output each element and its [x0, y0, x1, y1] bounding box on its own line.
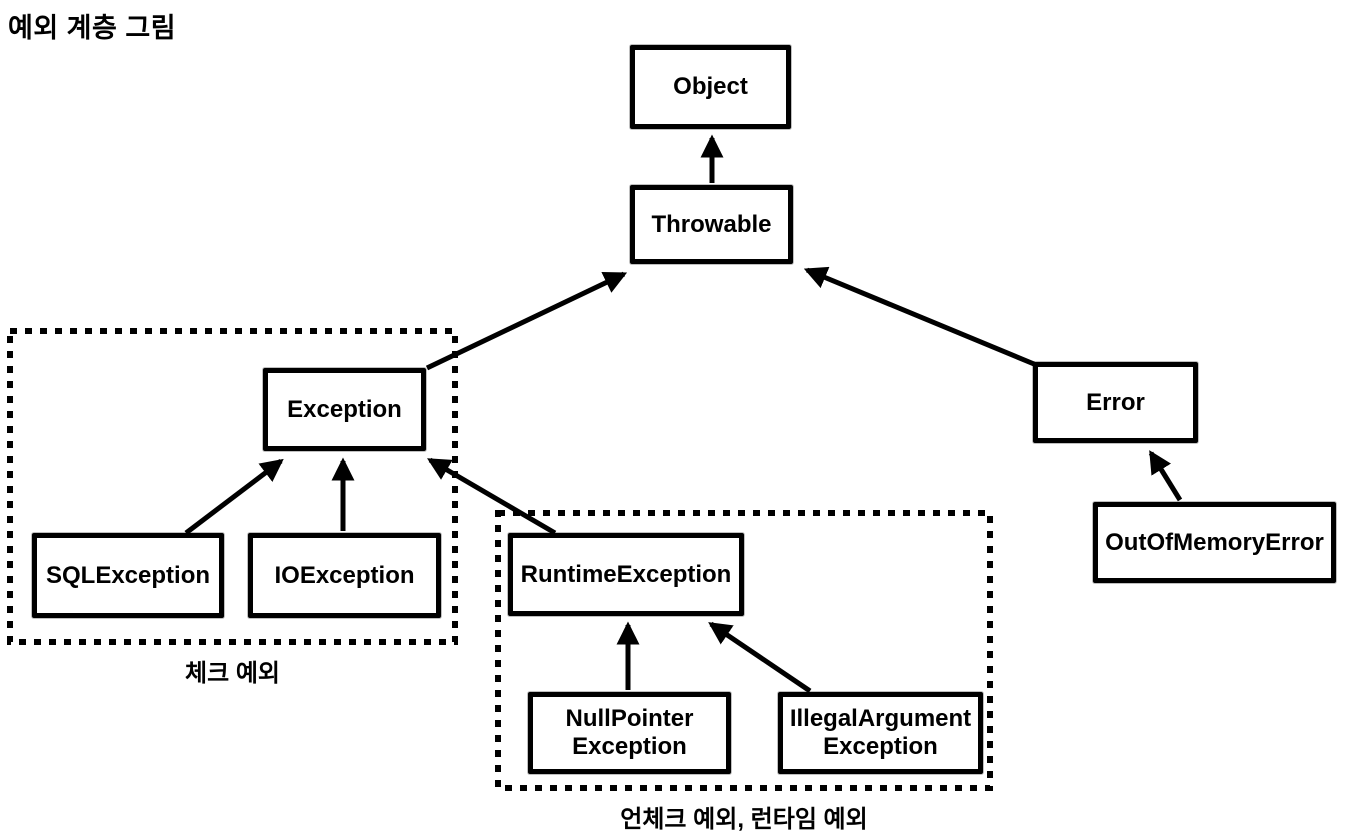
node-io-exception-label: IOException: [274, 561, 415, 589]
node-runtime-exception-label: RuntimeException: [520, 560, 732, 588]
node-exception: Exception: [263, 368, 426, 451]
node-out-of-memory-error: OutOfMemoryError: [1093, 502, 1336, 583]
node-object: Object: [630, 45, 791, 129]
node-out-of-memory-error-label: OutOfMemoryError: [1105, 528, 1324, 556]
checked-exception-group-label: 체크 예외: [185, 660, 280, 687]
node-illegal-argument-exception-label: IllegalArgument Exception: [789, 705, 972, 760]
edge-sqlexception-to-exception: [184, 458, 284, 535]
node-error: Error: [1033, 362, 1198, 443]
node-exception-label: Exception: [287, 395, 402, 423]
edge-runtimeexception-to-exception: [427, 457, 557, 536]
node-null-pointer-exception-label: NullPointer Exception: [565, 705, 694, 760]
node-error-label: Error: [1086, 388, 1145, 416]
edge-outofmemoryerror-to-error: [1148, 450, 1183, 502]
node-sql-exception: SQLException: [32, 533, 224, 618]
edge-error-to-throwable: [803, 266, 1035, 367]
node-throwable: Throwable: [630, 185, 793, 264]
node-io-exception: IOException: [248, 533, 441, 618]
node-null-pointer-exception: NullPointer Exception: [528, 692, 731, 774]
edge-illegalargumentexception-to-runtimeexception: [708, 621, 812, 694]
diagram-title: 예외 계층 그림: [8, 13, 177, 43]
node-sql-exception-label: SQLException: [45, 561, 211, 589]
node-object-label: Object: [673, 73, 748, 101]
node-illegal-argument-exception: IllegalArgument Exception: [778, 692, 983, 774]
node-runtime-exception: RuntimeException: [508, 533, 744, 616]
node-throwable-label: Throwable: [651, 210, 772, 238]
unchecked-exception-group-label: 언체크 예외, 런타임 예외: [620, 806, 868, 833]
edge-exception-to-throwable: [425, 271, 628, 371]
